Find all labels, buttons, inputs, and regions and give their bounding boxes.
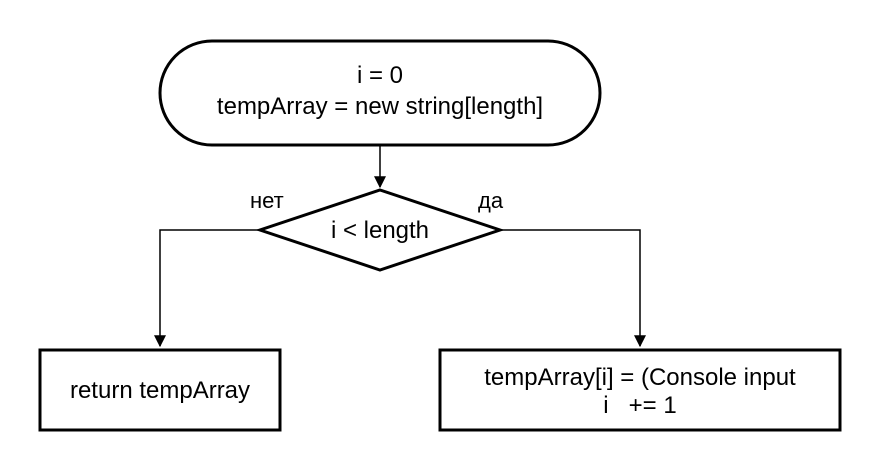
edge-decision-to-return — [154, 229, 260, 348]
loop-node-shape — [438, 348, 842, 432]
edge-label-no: нет — [250, 188, 284, 213]
start-node-line1: i = 0 — [357, 62, 403, 89]
start-node: i = 0 tempArray = new string[length] — [158, 39, 602, 147]
return-node: return tempArray — [38, 348, 282, 432]
loop-node: tempArray[i] = (Console input i += 1 — [438, 348, 842, 432]
loop-node-line1: tempArray[i] = (Console input — [484, 364, 796, 391]
return-node-shape — [38, 348, 282, 432]
decision-node-label: i < length — [331, 217, 429, 244]
edge-decision-to-loop — [500, 229, 646, 348]
start-node-line2: tempArray = new string[length] — [217, 93, 543, 120]
decision-node-shape — [255, 188, 505, 272]
return-node-label: return tempArray — [70, 377, 250, 404]
edge-label-yes: да — [478, 188, 504, 213]
decision-node: i < length — [255, 188, 505, 272]
loop-node-line2: i += 1 — [603, 392, 676, 419]
